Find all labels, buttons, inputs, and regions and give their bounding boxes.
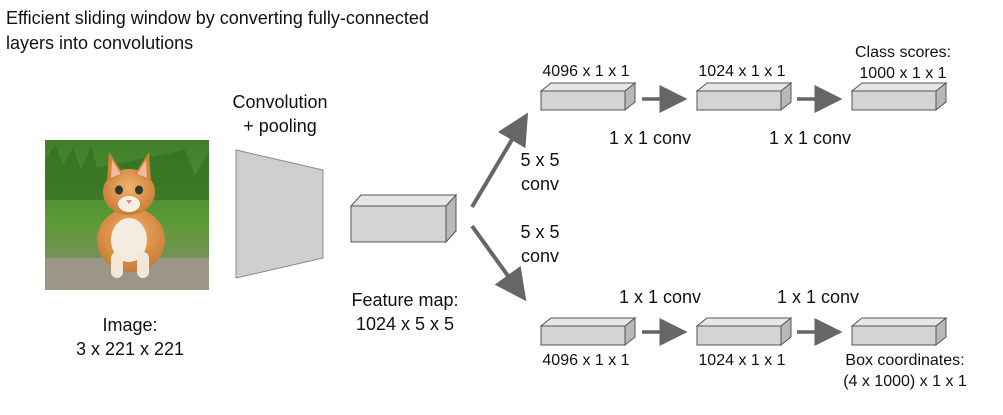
bottom-block-1024 (695, 316, 793, 347)
class-scores-size-label: 1000 x 1 x 1 (859, 65, 947, 82)
top-block2-label: 1024 x 1 x 1 (698, 63, 786, 80)
box-coordinates-label-line1: Box coordinates: (845, 352, 965, 369)
branch-conv-bottom-line2: conv (520, 246, 560, 266)
top-conv2-label: 1 x 1 conv (768, 128, 852, 148)
feature-map-size-label: 1024 x 5 x 5 (355, 314, 455, 334)
box-coordinates-size-label: (4 x 1000) x 1 x 1 (843, 373, 967, 390)
feature-map-block (349, 193, 458, 244)
top-block-class-scores (850, 81, 948, 112)
image-size-label: 3 x 221 x 221 (75, 339, 185, 359)
diagram-title: Efficient sliding window by converting f… (6, 8, 429, 53)
class-scores-label-line1: Class scores: (854, 44, 952, 61)
branch-arrow-top (470, 112, 529, 209)
image-label-line1: Image: (102, 315, 158, 335)
top-block1-label: 4096 x 1 x 1 (542, 63, 630, 80)
feature-map-label: Feature map: 1024 x 5 x 5 (330, 288, 480, 336)
kitten-image (45, 140, 209, 290)
bottom-block2-label: 1024 x 1 x 1 (698, 352, 786, 369)
bottom-conv1-label: 1 x 1 conv (618, 287, 702, 307)
bottom-block-4096 (539, 316, 637, 347)
conv-pool-label-line2: + pooling (243, 116, 317, 136)
bottom-conv2-label: 1 x 1 conv (776, 287, 860, 307)
image-label: Image: 3 x 221 x 221 (50, 313, 210, 361)
conv-pool-label: Convolution + pooling (205, 90, 355, 138)
top-block-1024 (695, 81, 793, 112)
feature-map-label-line1: Feature map: (351, 290, 459, 310)
conv-pool-trapezoid (235, 149, 324, 279)
bottom-block1-label: 4096 x 1 x 1 (542, 352, 630, 369)
branch-conv-top-line1: 5 x 5 (520, 150, 560, 170)
bottom-block-box-coords (850, 316, 948, 347)
branch-conv-label-top: 5 x 5 conv (500, 148, 580, 196)
class-scores-label: Class scores: 1000 x 1 x 1 (833, 42, 973, 84)
top-conv1-label: 1 x 1 conv (608, 128, 692, 148)
branch-conv-label-bottom: 5 x 5 conv (500, 220, 580, 268)
top-block-4096 (539, 81, 637, 112)
branch-arrow-bottom (470, 224, 527, 302)
branch-conv-bottom-line1: 5 x 5 (520, 222, 560, 242)
conv-pool-label-line1: Convolution (232, 92, 328, 112)
branch-conv-top-line2: conv (520, 174, 560, 194)
box-coordinates-label: Box coordinates: (4 x 1000) x 1 x 1 (820, 350, 990, 392)
